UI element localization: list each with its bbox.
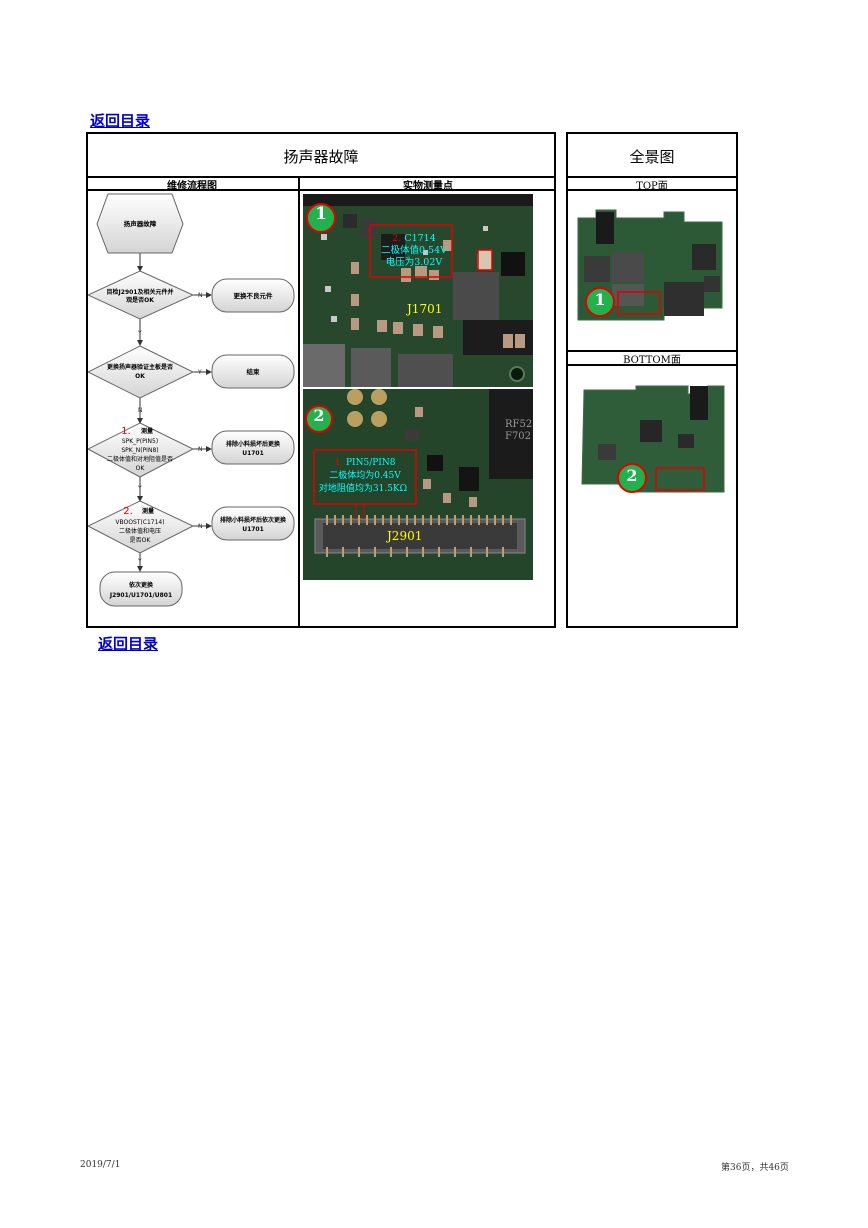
- measure-header: 实物测量点: [403, 181, 453, 192]
- flow-action-4: [211, 506, 295, 541]
- flow-decision-4-text-3: 二极体值和电压: [119, 527, 161, 535]
- flow-action-3-text-2: U1701: [242, 450, 264, 457]
- photo2-badge-circle: [305, 405, 333, 433]
- flow-decision-4: [88, 500, 195, 554]
- flow-decision-4-text-4: 是否OK: [130, 537, 152, 544]
- flow-end: [99, 571, 183, 607]
- flow-decision-3-text-2: SPK_P(PIN5): [122, 438, 158, 445]
- photo1-annotation-num: 2.: [392, 233, 402, 244]
- overview-divider-3: [566, 350, 738, 352]
- connector-pins: [326, 515, 512, 557]
- flow-decision-3-num: 1.: [121, 426, 131, 437]
- flow-decision-3: [88, 422, 195, 478]
- photo2-annotation-line2: 二极体均为0.45V: [329, 471, 401, 481]
- top-board-artwork: [577, 209, 723, 321]
- main-column-divider: [298, 176, 300, 628]
- photo1-annotation: 2. C1714 二极体值0.54V 电压为3.02V: [373, 233, 455, 269]
- photo2-annotation: 1. PIN5/PIN8 二极体均为0.45V 对地阻值均为31.5KΩ: [314, 457, 416, 496]
- flow-decision-1: [88, 270, 195, 320]
- label-n-3: N: [198, 446, 203, 453]
- overview-top-badge: 1: [594, 290, 606, 309]
- flow-start-text: 扬声器故障: [124, 219, 157, 228]
- flow-action-4-text-1: 排除小料损坏后依次更换: [220, 516, 287, 524]
- flow-decision-3-text-5: OK: [136, 465, 146, 472]
- main-table: [86, 132, 556, 628]
- bottom-side-label: BOTTOM面: [623, 355, 681, 366]
- photo1-annotation-line3: 电压为3.02V: [385, 257, 443, 268]
- footer-page-number: 第36页，共46页: [721, 1163, 789, 1173]
- overview-table: [566, 132, 738, 628]
- photo1-badge-circle: [306, 203, 336, 233]
- flow-decision-4-text-1: 测量: [142, 507, 154, 515]
- pcb-artwork-2: [303, 389, 533, 580]
- flow-end-text-2: J2901/U1701/U801: [109, 592, 172, 599]
- pcb-artwork-1: [303, 194, 533, 387]
- photo1-annotation-line2: 二极体值0.54V: [380, 245, 447, 256]
- label-n-1: N: [198, 292, 203, 299]
- overview-bottom-photo: 2: [578, 384, 728, 494]
- flow-action-2-text: 结束: [247, 367, 261, 376]
- overview-divider-4: [566, 364, 738, 366]
- photo1-annotation-line1: C1714: [404, 233, 436, 244]
- flow-header: 维修流程图: [167, 181, 217, 192]
- bottom-board-artwork: [581, 385, 725, 493]
- flow-decision-4-num: 2.: [123, 506, 133, 517]
- measurement-photo-1: 1 2. C1714 二极体值0.54V 电压为3.02V J1701: [303, 194, 533, 387]
- top-side-label: TOP面: [636, 181, 668, 192]
- flow-action-1: [211, 278, 295, 313]
- flow-decision-1-text-1: 目检J2901及相关元件并: [107, 288, 174, 296]
- overview-title: 全景图: [629, 148, 675, 166]
- repair-flowchart: N Y Y N N Y N Y 扬声器故障 目检J2901及相关元件并 观是否O…: [88, 193, 295, 607]
- photo2-badge: 2: [313, 406, 325, 425]
- overview-divider-2: [566, 189, 738, 191]
- main-divider-2: [86, 189, 556, 191]
- overview-divider-1: [566, 176, 738, 178]
- photo1-chip-label: J1701: [407, 302, 443, 316]
- photo1-badge: 1: [315, 204, 327, 224]
- photo2-annotation-line1: PIN5/PIN8: [346, 458, 396, 468]
- overview-bottom-badge: 2: [626, 466, 638, 485]
- back-to-contents-link-bottom[interactable]: 返回目录: [98, 635, 159, 653]
- flow-decision-4-text-2: VBOOST(C1714): [115, 519, 164, 526]
- flow-decision-3-text-1: 测量: [141, 427, 153, 435]
- label-y-1: Y: [137, 330, 142, 337]
- flow-decision-2-text-2: OK: [135, 373, 145, 380]
- label-y-3: Y: [137, 485, 142, 492]
- label-n-2: N: [138, 407, 143, 414]
- back-to-contents-link-top[interactable]: 返回目录: [90, 112, 151, 130]
- main-divider-1: [86, 176, 556, 178]
- flow-action-3: [211, 430, 295, 465]
- flow-action-3-text-1: 排除小料损坏后更换: [226, 440, 281, 448]
- flow-decision-1-text-2: 观是否OK: [126, 296, 154, 304]
- photo2-connector-label: J2901: [387, 529, 423, 543]
- measurement-photo-2: 2 RF52 F702 1. PIN5/PIN8 二极体均为0.45V 对地阻值…: [303, 389, 533, 580]
- flow-action-2: [211, 354, 295, 389]
- photo2-annotation-num: 1.: [334, 458, 344, 468]
- label-y-2: Y: [197, 369, 202, 376]
- flow-action-4-text-2: U1701: [242, 526, 264, 533]
- flow-start-hexagon: [96, 193, 184, 254]
- photo2-annotation-line3: 对地阻值均为31.5KΩ: [318, 484, 408, 494]
- label-y-4: Y: [137, 558, 142, 565]
- main-title: 扬声器故障: [283, 148, 359, 166]
- overview-top-photo: 1: [576, 208, 728, 322]
- flow-decision-2-text-1: 更换扬声器验证主板是否: [107, 363, 173, 371]
- flow-decision-3-text-4: 二极体值和对地阻值是否: [107, 455, 173, 463]
- footer-date: 2019/7/1: [80, 1160, 121, 1170]
- flow-action-1-text: 更换不良元件: [234, 291, 274, 300]
- photo2-chip-label: RF52 F702: [505, 419, 533, 442]
- flow-decision-2: [88, 345, 195, 399]
- flow-decision-3-text-3: SPK_N(PIN8): [121, 447, 158, 454]
- label-n-4: N: [198, 523, 203, 530]
- flow-end-text-1: 依次更换: [129, 581, 154, 589]
